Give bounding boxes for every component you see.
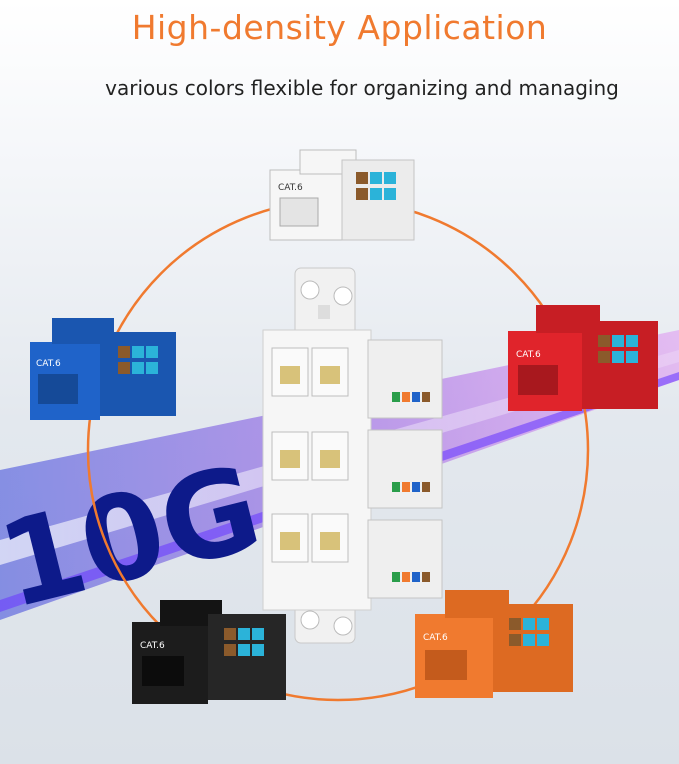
orange-keystone-jack: CAT.6 — [415, 590, 573, 698]
jack-label: CAT.6 — [423, 633, 448, 643]
rj45-port — [311, 347, 349, 397]
white-keystone-jack: CAT.6 — [269, 149, 415, 241]
jack-label: CAT.6 — [140, 641, 165, 651]
rj45-port — [311, 513, 349, 563]
headline: High-density Application — [131, 8, 548, 47]
rj45-port — [271, 431, 309, 481]
jack-label: CAT.6 — [36, 359, 61, 369]
rj45-port — [271, 347, 309, 397]
blue-keystone-jack: CAT.6 — [30, 318, 176, 420]
rj45-port — [311, 431, 349, 481]
subline: various colors flexible for organizing a… — [105, 76, 619, 100]
red-keystone-jack: CAT.6 — [508, 305, 658, 411]
jack-label: CAT.6 — [278, 183, 303, 193]
jack-label: CAT.6 — [516, 350, 541, 360]
black-keystone-jack: CAT.6 — [132, 600, 286, 704]
wall-plate — [262, 267, 443, 644]
rj45-port — [271, 513, 309, 563]
